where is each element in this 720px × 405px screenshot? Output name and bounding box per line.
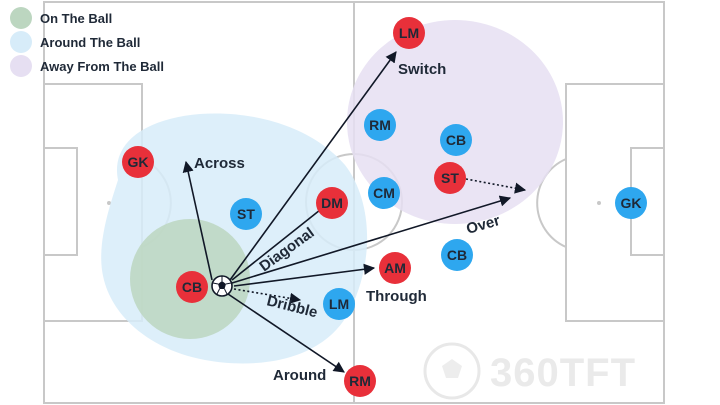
dribble-path-arrow [233, 288, 302, 304]
soccer-ball-icon [211, 275, 233, 297]
player-rm-blue: RM [364, 109, 396, 141]
player-st-blue: ST [230, 198, 262, 230]
across-label: Across [194, 155, 245, 172]
player-label: RM [369, 117, 391, 133]
diagonal-pass-arrow [229, 51, 397, 281]
right-penalty-area [565, 83, 665, 322]
player-st-red: ST [434, 162, 466, 194]
left-penalty-spot [107, 201, 111, 205]
player-lm-blue: LM [323, 288, 355, 320]
pitch-markings [43, 1, 665, 404]
player-label: CB [182, 279, 202, 295]
over-pass-arrow [231, 195, 512, 284]
player-dm: DM [316, 187, 348, 219]
players: GK CB DM AM RM LM ST ST [122, 17, 647, 397]
player-gk-left: GK [122, 146, 154, 178]
away-from-the-ball-zone [347, 20, 563, 224]
player-label: ST [441, 170, 459, 186]
right-penalty-spot [597, 201, 601, 205]
across-pass-arrow [182, 160, 213, 281]
legend-label: On The Ball [40, 10, 113, 26]
legend-label: Away From The Ball [40, 58, 165, 74]
left-goal-area [43, 147, 78, 256]
legend-label: Around The Ball [40, 34, 141, 50]
legend-item-on-the-ball: On The Ball [10, 6, 164, 30]
legend-swatch [10, 31, 32, 53]
player-label: GK [128, 154, 149, 170]
watermark-text: 360TFT [490, 351, 636, 395]
passes [182, 51, 527, 373]
right-penalty-arc [536, 158, 567, 248]
player-am: AM [379, 252, 411, 284]
player-cb-blue-top: CB [440, 124, 472, 156]
player-cm-blue: CM [368, 177, 400, 209]
dm-to-ball-link [231, 209, 321, 281]
player-label: RM [349, 373, 371, 389]
player-cb-left: CB [176, 271, 208, 303]
player-label: GK [621, 195, 642, 211]
player-gk-right: GK [615, 187, 647, 219]
legend-item-around-the-ball: Around The Ball [10, 30, 164, 54]
through-label: Through [366, 288, 427, 305]
player-label: DM [321, 195, 343, 211]
switch-label: Switch [398, 61, 446, 78]
player-label: LM [329, 296, 349, 312]
legend: On The Ball Around The Ball Away From Th… [10, 6, 164, 78]
player-lm-top: LM [393, 17, 425, 49]
around-label: Around [273, 367, 326, 384]
player-cb-blue-bottom: CB [441, 239, 473, 271]
player-label: ST [237, 206, 255, 222]
watermark: 360TFT [423, 342, 636, 400]
legend-item-away-from-the-ball: Away From The Ball [10, 54, 164, 78]
legend-swatch [10, 55, 32, 77]
striker-run-arrow [465, 178, 527, 194]
player-label: AM [384, 260, 406, 276]
around-pass-arrow [227, 293, 345, 373]
legend-swatch [10, 7, 32, 29]
player-label: LM [399, 25, 419, 41]
watermark-ball-icon [423, 342, 481, 400]
player-label: CB [446, 132, 466, 148]
player-rm: RM [344, 365, 376, 397]
through-pass-arrow [233, 263, 376, 287]
player-label: CB [447, 247, 467, 263]
player-label: CM [373, 185, 395, 201]
